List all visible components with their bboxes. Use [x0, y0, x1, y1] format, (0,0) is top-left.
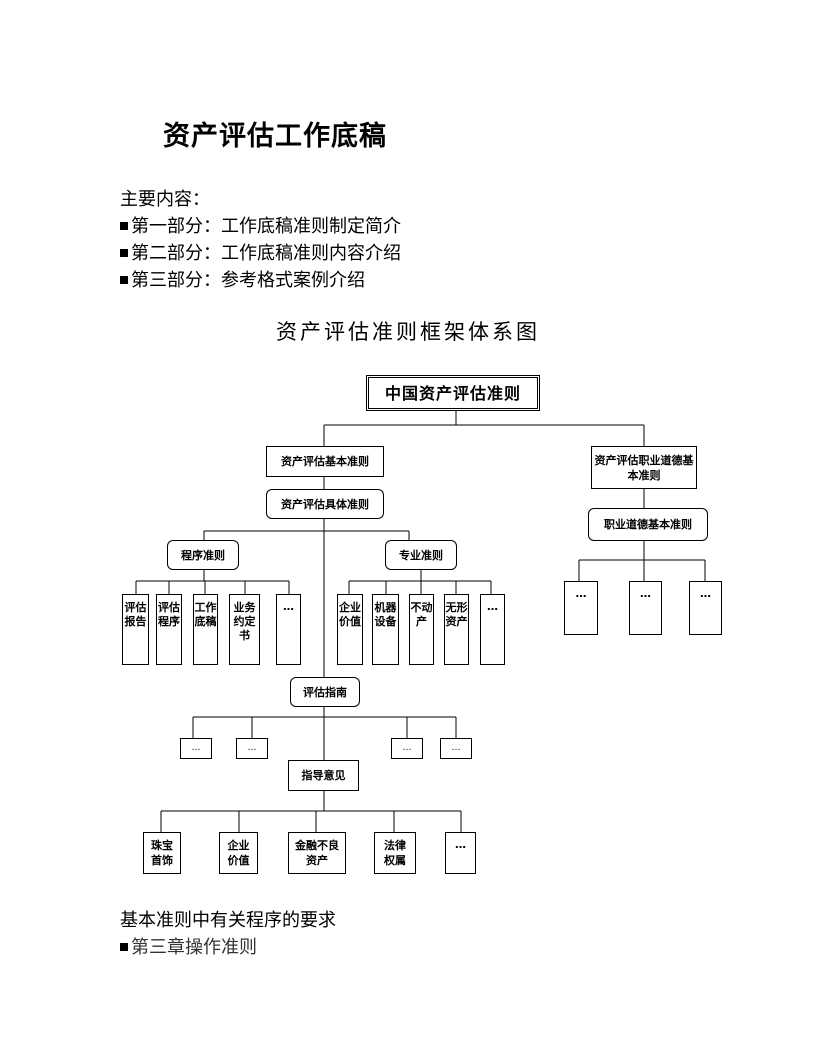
guide-item-node: …: [180, 738, 212, 759]
procedure-item-node: 工作底稿: [193, 594, 218, 665]
opinion-item-node: 企业价值: [219, 832, 258, 874]
professional-item-node: 不动产: [409, 594, 434, 665]
guide-node: 评估指南: [290, 677, 360, 707]
ethics-standard-node: 资产评估职业道德基本准则: [591, 446, 697, 489]
ethics-basic-node: 职业道德基本准则: [588, 508, 708, 541]
bullet-icon: [120, 276, 128, 284]
contents-item: 第一部分：工作底稿准则制定简介: [120, 212, 401, 238]
basic-standard-node: 资产评估基本准则: [266, 446, 384, 477]
ethics-item-node: …: [689, 581, 722, 635]
procedure-item-node: 评估程序: [156, 594, 182, 665]
root-standard-node: 中国资产评估准则: [366, 375, 540, 411]
contents-heading: 主要内容：: [120, 189, 210, 210]
procedure-item-node: 业务约定书: [229, 594, 260, 665]
ethics-item-node: …: [564, 581, 598, 635]
opinion-item-node: 金融不良资产: [288, 832, 346, 874]
professional-more-node: …: [480, 594, 505, 665]
specific-standard-node: 资产评估具体准则: [266, 489, 384, 519]
bullet-icon: [120, 249, 128, 257]
contents-item: 第二部分：工作底稿准则内容介绍: [120, 239, 401, 265]
opinion-item-node: 珠宝首饰: [143, 832, 181, 874]
diagram-title: 资产评估准则框架体系图: [276, 320, 540, 344]
opinion-item-node: 法律权属: [374, 832, 416, 874]
section-heading: 基本准则中有关程序的要求: [120, 910, 336, 931]
section-item: 第三章操作准则: [120, 933, 257, 959]
page-title: 资产评估工作底稿: [163, 121, 387, 152]
opinion-node: 指导意见: [288, 760, 359, 791]
ethics-item-node: …: [629, 581, 662, 635]
procedure-standard-node: 程序准则: [167, 540, 239, 570]
professional-standard-node: 专业准则: [385, 540, 457, 570]
bullet-icon: [120, 222, 128, 230]
professional-item-node: 无形资产: [444, 594, 469, 665]
professional-item-node: 企业价值: [337, 594, 363, 665]
contents-item: 第三部分：参考格式案例介绍: [120, 266, 365, 292]
opinion-more-node: …: [445, 832, 476, 874]
procedure-more-node: …: [276, 594, 301, 665]
bullet-icon: [120, 943, 128, 951]
professional-item-node: 机器设备: [372, 594, 399, 665]
guide-item-node: …: [236, 738, 268, 759]
guide-item-node: …: [440, 738, 472, 759]
procedure-item-node: 评估报告: [122, 594, 149, 665]
guide-item-node: …: [391, 738, 423, 759]
